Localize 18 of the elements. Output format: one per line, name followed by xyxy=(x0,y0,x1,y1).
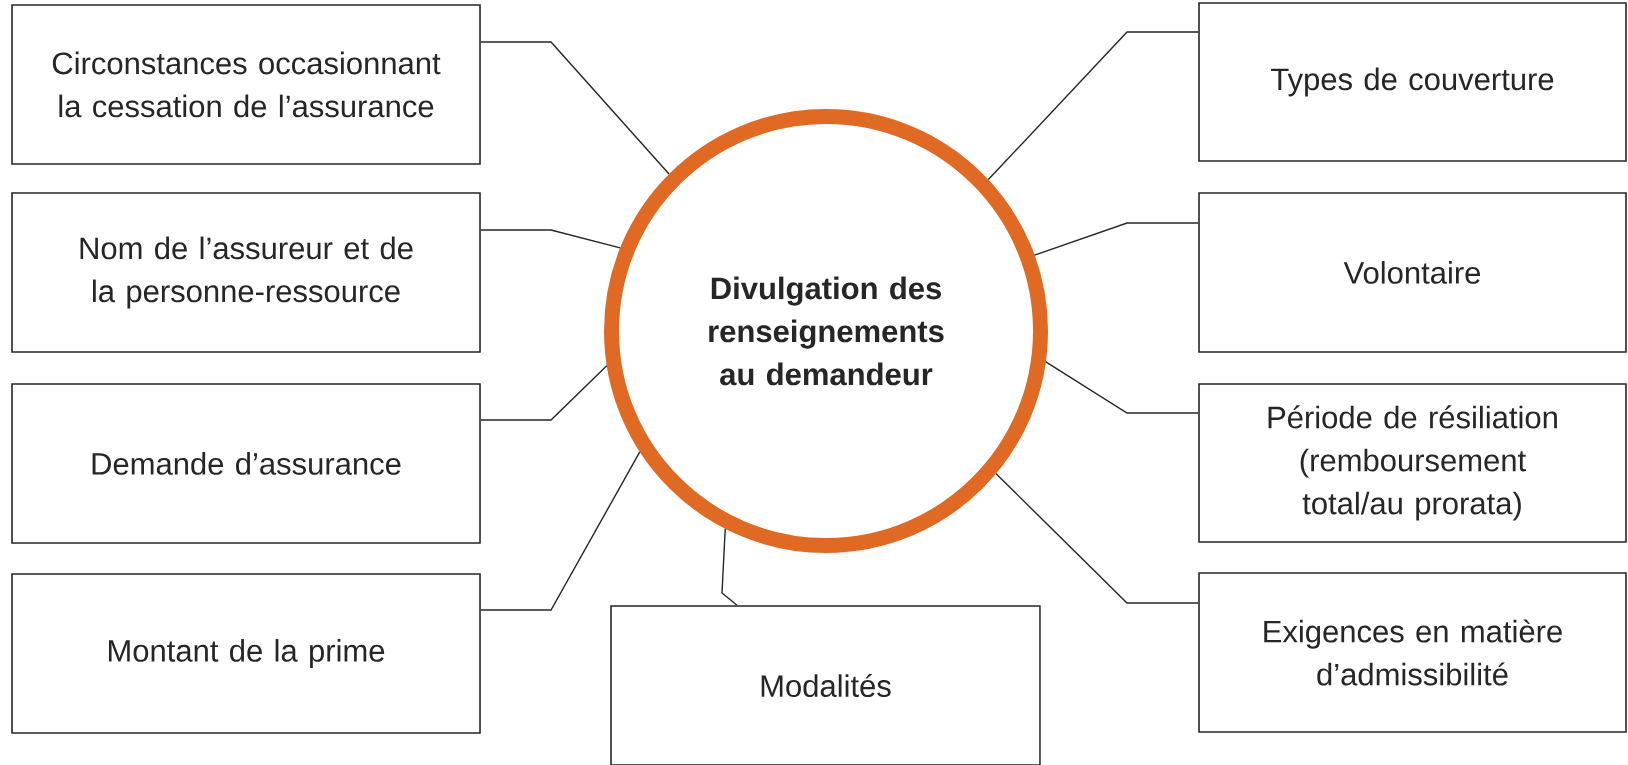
leader-line xyxy=(480,229,621,249)
text-box: Modalités xyxy=(610,605,1041,765)
leader-line xyxy=(480,41,670,175)
text-box: Nom de l’assureur et de la personne-ressource xyxy=(11,192,481,353)
leader-line xyxy=(995,473,1199,604)
text-box: Types de couverture xyxy=(1198,2,1627,162)
leader-line xyxy=(480,365,608,421)
text-box: Montant de la prime xyxy=(11,573,481,734)
leader-line xyxy=(1045,361,1199,414)
text-box: Volontaire xyxy=(1198,192,1627,353)
text-box: Période de résiliation (remboursement total/au prorata) xyxy=(1198,383,1627,543)
text-box: Circonstances occasionnant la cessation de l’assurance xyxy=(11,4,481,165)
leader-line xyxy=(721,528,738,606)
leader-line xyxy=(987,31,1199,181)
text-box: Exigences en matière d’admissibilité xyxy=(1198,572,1627,733)
leader-line xyxy=(1033,222,1199,256)
leader-line xyxy=(480,451,641,611)
text-box: Demande d’assurance xyxy=(11,383,481,544)
